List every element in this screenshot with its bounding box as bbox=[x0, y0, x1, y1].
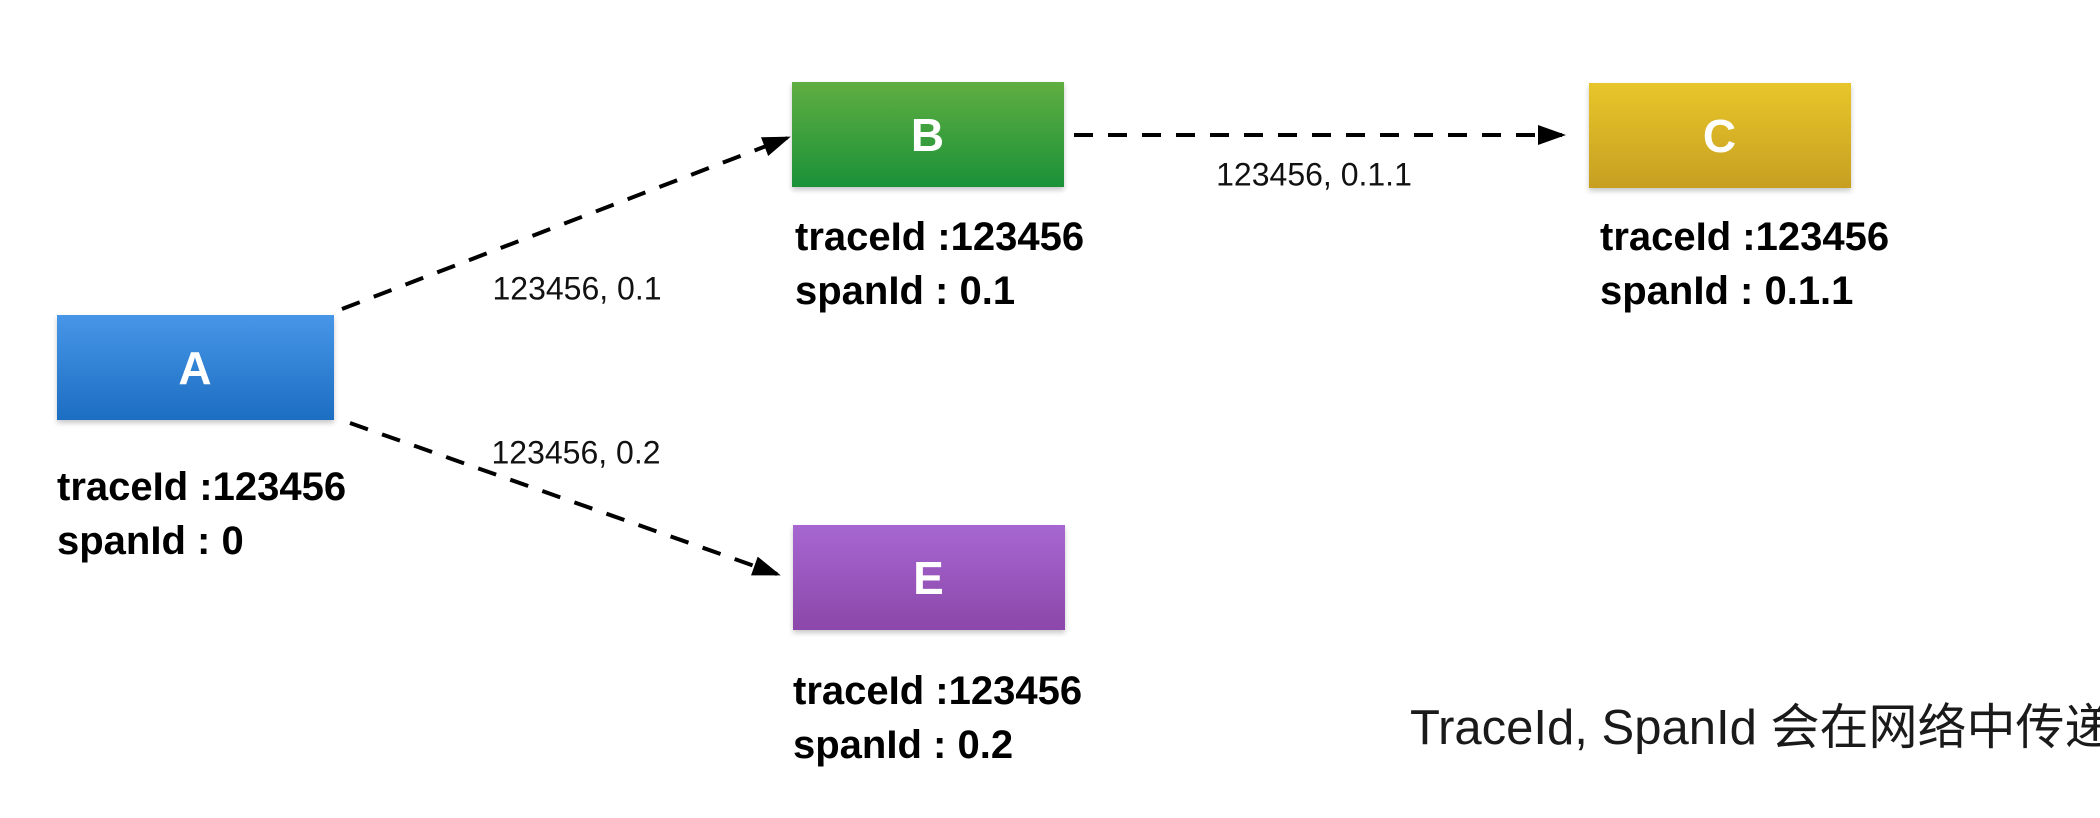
node-b-span-id: spanId : 0.1 bbox=[795, 269, 1016, 313]
arrow-a-to-e bbox=[349, 421, 781, 576]
node-e-span-id: spanId : 0.2 bbox=[793, 723, 1014, 767]
node-e-box: E bbox=[793, 525, 1065, 630]
node-c-box: C bbox=[1589, 83, 1851, 188]
edge-label-b-to-c: 123456, 0.1.1 bbox=[1216, 156, 1412, 193]
edge-label-a-to-b: 123456, 0.1 bbox=[492, 270, 662, 307]
node-a-ids: traceId :123456 spanId : 0 bbox=[57, 460, 346, 568]
node-a-box: A bbox=[57, 315, 334, 420]
node-a-letter: A bbox=[178, 341, 213, 394]
node-b-box: B bbox=[792, 82, 1064, 187]
node-b-ids: traceId :123456 spanId : 0.1 bbox=[795, 210, 1084, 318]
node-e-ids: traceId :123456 spanId : 0.2 bbox=[793, 664, 1082, 772]
node-a-span-id: spanId : 0 bbox=[57, 519, 244, 563]
diagram-caption: TraceId, SpanId 会在网络中传递 bbox=[1410, 701, 2100, 755]
node-a-trace-id: traceId :123456 bbox=[57, 465, 347, 509]
node-c-span-id: spanId : 0.1.1 bbox=[1600, 269, 1854, 313]
node-b-letter: B bbox=[910, 108, 946, 161]
node-c-trace-id: traceId :123456 bbox=[1600, 215, 1890, 259]
edge-label-a-to-e: 123456, 0.2 bbox=[491, 434, 661, 471]
node-e-trace-id: traceId :123456 bbox=[793, 669, 1083, 713]
node-b-trace-id: traceId :123456 bbox=[795, 215, 1085, 259]
arrow-a-to-b bbox=[341, 136, 791, 311]
node-c-ids: traceId :123456 spanId : 0.1.1 bbox=[1600, 210, 1889, 318]
node-c-letter: C bbox=[1702, 109, 1738, 162]
node-e-letter: E bbox=[913, 551, 945, 604]
